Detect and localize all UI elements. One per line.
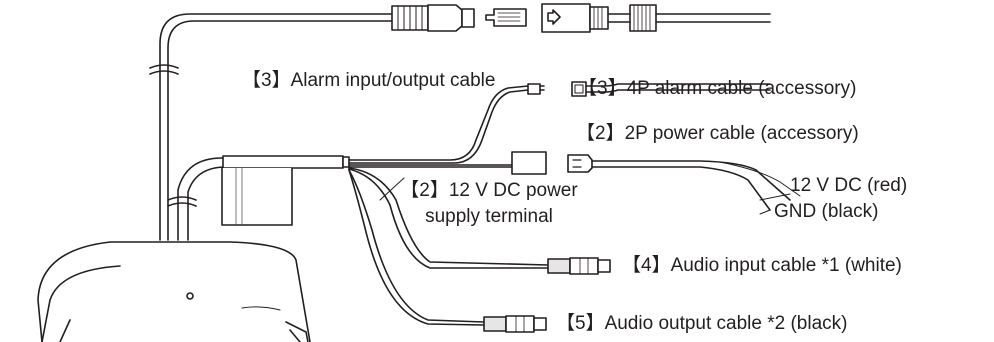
label-dc-red: 12 V DC (red)	[790, 175, 908, 196]
lan-plug	[485, 8, 527, 27]
alarm-connector	[527, 81, 771, 97]
leader-lines	[379, 177, 791, 215]
cap-nut	[607, 4, 771, 32]
dome-camera	[37, 241, 311, 342]
waterproof-cap	[541, 3, 609, 33]
power-connector	[511, 151, 801, 211]
audio-output-connector	[483, 315, 547, 333]
label-4p-alarm-cable: 【3】4P alarm cable (accessory)	[578, 78, 857, 99]
label-dc-terminal-1: 【2】12 V DC power	[400, 180, 578, 201]
cable-fanout	[348, 85, 549, 326]
cable-clamp	[221, 155, 350, 226]
label-2p-power-cable: 【2】2P power cable (accessory)	[576, 123, 859, 144]
label-gnd-black: GND (black)	[774, 201, 879, 222]
audio-input-connector	[547, 257, 611, 275]
rj45-connector	[391, 4, 475, 32]
label-dc-terminal-2: supply terminal	[425, 206, 553, 227]
label-audio-input-cable: 【4】Audio input cable *1 (white)	[622, 255, 902, 276]
label-audio-output-cable: 【5】Audio output cable *2 (black)	[556, 313, 848, 334]
label-alarm-io-cable: 【3】Alarm input/output cable	[242, 70, 496, 91]
network-cable	[149, 13, 393, 241]
